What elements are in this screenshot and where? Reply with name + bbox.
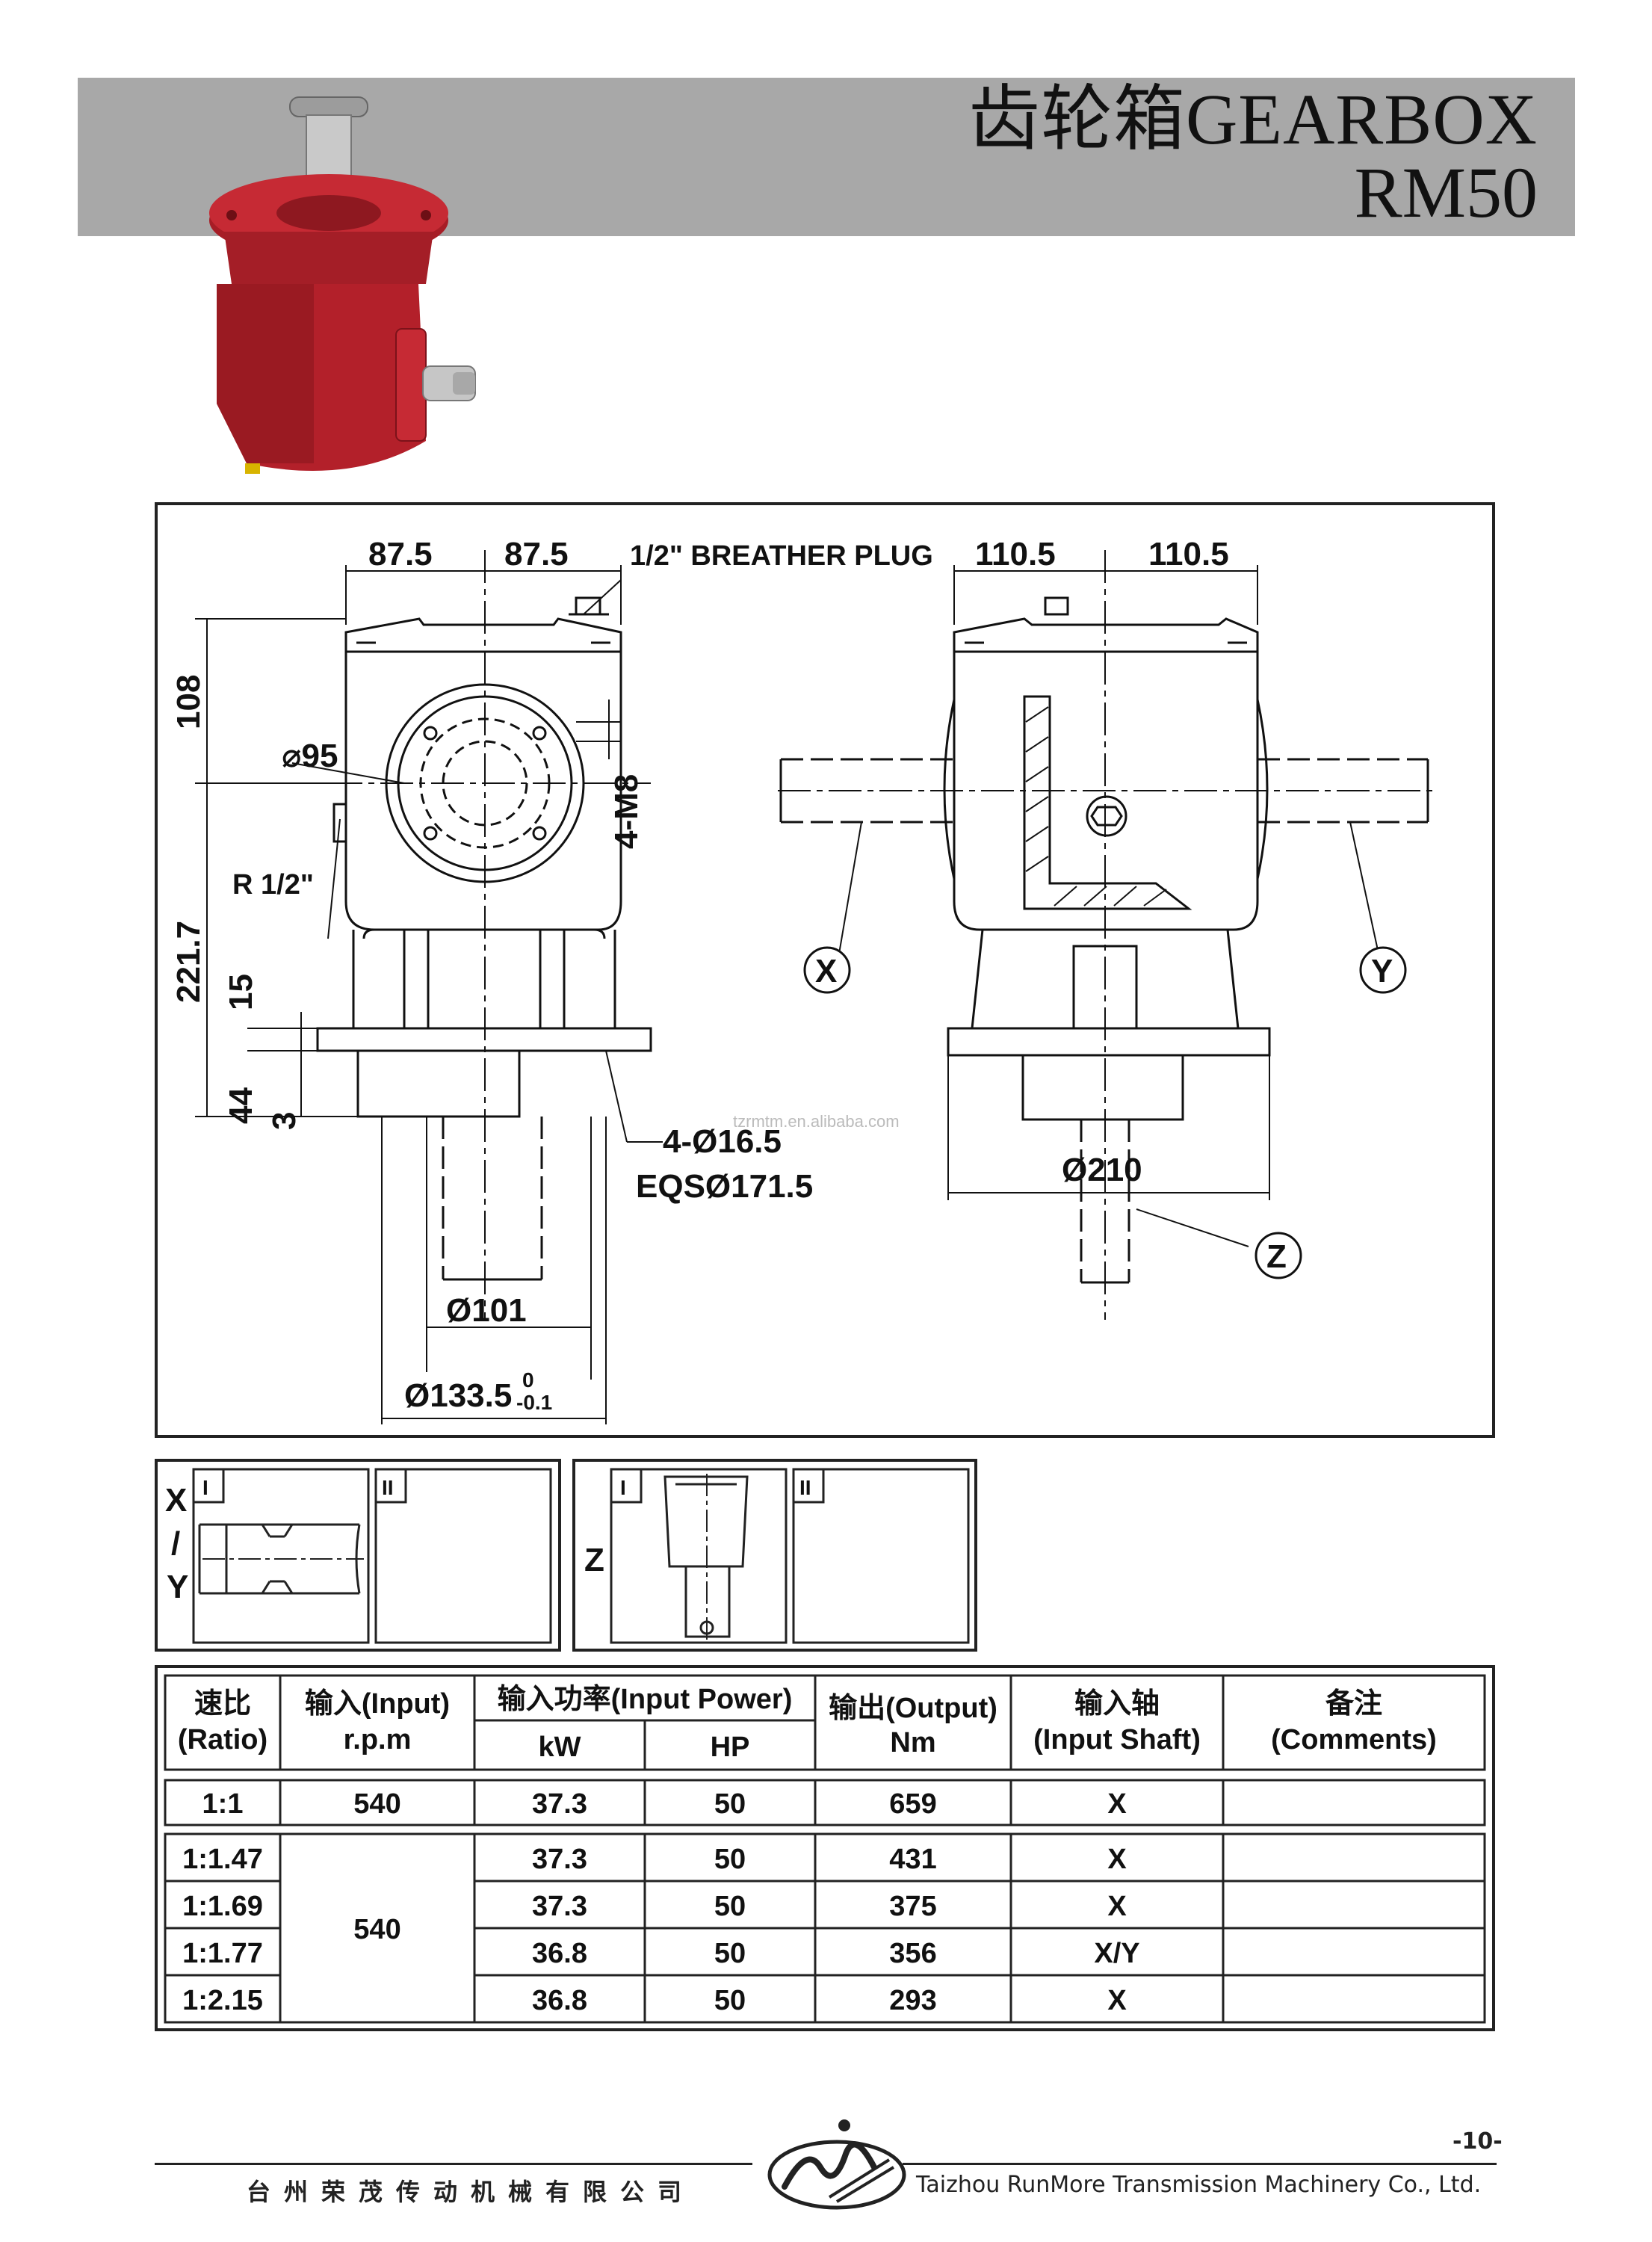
th-hp: HP	[711, 1732, 750, 1763]
th-kw: kW	[539, 1732, 581, 1763]
th-output-cn: 输出(Output)	[829, 1693, 997, 1724]
page-number: -10-	[1453, 2128, 1503, 2155]
th-input-en: r.p.m	[344, 1724, 412, 1755]
drawing-canvas: 87.5 87.5 1/2" BREATHER PLUG 110.5 110.5…	[170, 536, 1435, 1424]
dim-15: 15	[223, 974, 259, 1010]
dim-110-5-left: 110.5	[975, 536, 1056, 572]
r3-hp: 50	[714, 1891, 746, 1922]
r5-kw: 36.8	[532, 1985, 587, 2016]
r3-shaft: X	[1107, 1891, 1127, 1922]
r4-kw: 36.8	[532, 1938, 587, 1969]
label-y: Y	[1371, 953, 1393, 989]
r5-nm: 293	[889, 1985, 936, 2016]
th-ratio-cn: 速比	[194, 1688, 251, 1720]
th-shaft-cn: 输入轴	[1074, 1688, 1160, 1720]
shaft-z-type-ii: II	[799, 1476, 811, 1499]
th-input-cn: 输入(Input)	[305, 1688, 450, 1720]
watermark: tzrmtm.en.alibaba.com	[733, 1112, 900, 1131]
shaft-xy-panel: X / Y I II	[155, 1459, 561, 1652]
breather-plug-label: 1/2" BREATHER PLUG	[630, 540, 933, 572]
shaft-xy-type-ii: II	[382, 1476, 394, 1499]
r4-nm: 356	[889, 1938, 936, 1969]
label-z: Z	[1266, 1238, 1287, 1275]
dim-dia-95: ⌀95	[282, 738, 338, 774]
technical-drawing: 87.5 87.5 1/2" BREATHER PLUG 110.5 110.5…	[155, 502, 1495, 1438]
r5-hp: 50	[714, 1985, 746, 2016]
dim-221-7: 221.7	[170, 921, 207, 1003]
th-power: 输入功率(Input Power)	[498, 1684, 793, 1715]
shaft-z-label: Z	[584, 1542, 604, 1578]
r3-nm: 375	[889, 1891, 936, 1922]
company-logo	[767, 2119, 906, 2210]
dim-dia-133-5: Ø133.5	[404, 1377, 512, 1414]
r2-ratio: 1:1.47	[182, 1844, 263, 1875]
dim-3: 3	[266, 1112, 303, 1130]
shaft-xy-label-slash: /	[171, 1525, 180, 1562]
dim-87-5-left: 87.5	[368, 536, 433, 572]
dim-108: 108	[170, 675, 207, 729]
r1-nm: 659	[889, 1788, 936, 1820]
r2-shaft: X	[1107, 1844, 1127, 1875]
footer-line-right	[903, 2163, 1497, 2165]
r1-rpm: 540	[353, 1788, 400, 1820]
dim-87-5-right: 87.5	[504, 536, 569, 572]
footer-line-left	[155, 2163, 752, 2165]
dim-44: 44	[223, 1087, 259, 1124]
dim-eqs: EQSØ171.5	[636, 1168, 813, 1205]
gearbox-product-image	[209, 96, 476, 474]
r5-shaft: X	[1107, 1985, 1127, 2016]
shaft-z-type-i: I	[620, 1476, 626, 1499]
r1-kw: 37.3	[532, 1788, 587, 1820]
r1-shaft: X	[1107, 1788, 1127, 1820]
dim-r-half: R 1/2"	[232, 869, 314, 901]
th-ratio-en: (Ratio)	[178, 1724, 267, 1755]
r2-kw: 37.3	[532, 1844, 587, 1875]
r1-ratio: 1:1	[202, 1788, 244, 1820]
th-comments-cn: 备注	[1325, 1688, 1382, 1720]
r4-ratio: 1:1.77	[182, 1938, 263, 1969]
shaft-xy-type-i: I	[202, 1476, 208, 1499]
r1-hp: 50	[714, 1788, 746, 1820]
th-comments-en: (Comments)	[1271, 1724, 1437, 1755]
company-name-en: Taizhou RunMore Transmission Machinery C…	[916, 2172, 1482, 2198]
company-name-cn: 台州荣茂传动机械有限公司	[247, 2178, 696, 2206]
shaft-xy-label-y: Y	[167, 1569, 188, 1605]
th-shaft-en: (Input Shaft)	[1033, 1724, 1201, 1755]
r2-hp: 50	[714, 1844, 746, 1875]
group-rpm: 540	[353, 1914, 400, 1945]
page-title: 齿轮箱GEARBOX	[968, 79, 1538, 159]
dim-tol-lower: -0.1	[516, 1391, 552, 1414]
dim-holes: 4-Ø16.5	[663, 1123, 782, 1160]
r4-hp: 50	[714, 1938, 746, 1969]
dim-tol-upper: 0	[522, 1368, 534, 1392]
th-output-en: Nm	[890, 1727, 935, 1758]
r2-nm: 431	[889, 1844, 936, 1875]
dim-dia-101: Ø101	[446, 1292, 527, 1329]
label-x: X	[815, 953, 837, 989]
r4-shaft: X/Y	[1094, 1938, 1139, 1969]
shaft-z-panel: Z I II	[572, 1459, 977, 1652]
model-name: RM50	[1354, 152, 1538, 232]
r3-kw: 37.3	[532, 1891, 587, 1922]
dim-110-5-right: 110.5	[1148, 536, 1229, 572]
dim-4-m8: 4-M8	[608, 774, 645, 849]
r5-ratio: 1:2.15	[182, 1985, 263, 2016]
shaft-xy-label-x: X	[165, 1482, 187, 1519]
spec-table: 速比 (Ratio) 输入(Input) r.p.m 输入功率(Input Po…	[155, 1665, 1495, 2031]
r3-ratio: 1:1.69	[182, 1891, 263, 1922]
dim-dia-210: Ø210	[1062, 1152, 1142, 1188]
